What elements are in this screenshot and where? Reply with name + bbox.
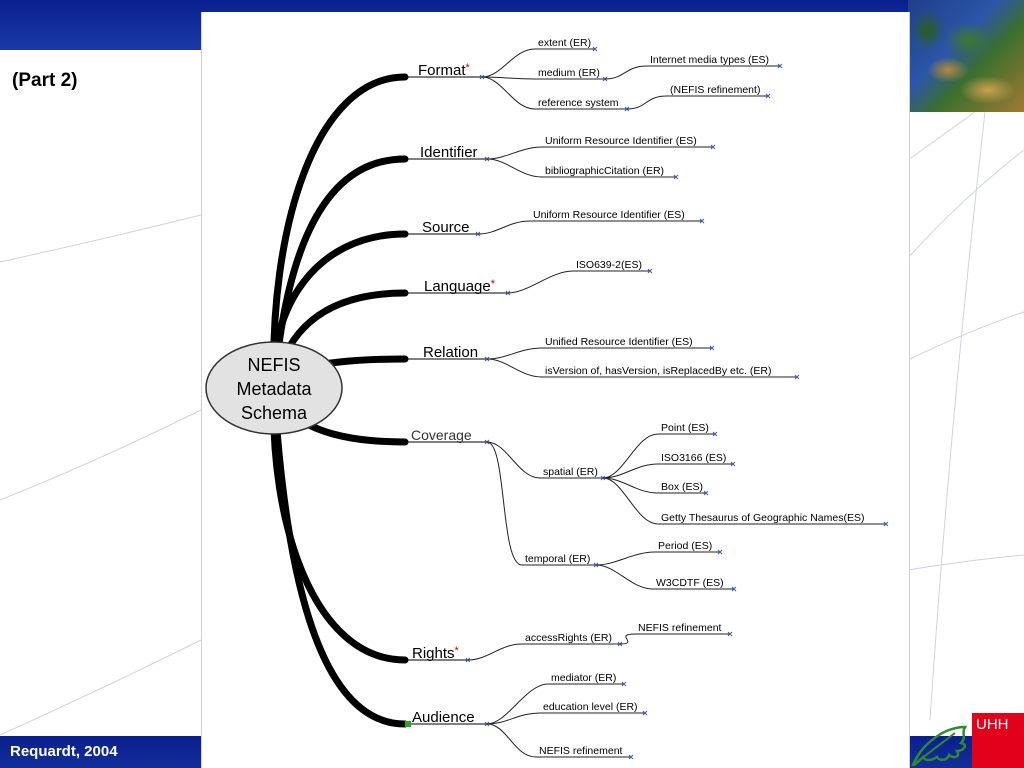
node-mark xyxy=(699,218,705,224)
leaf-label: education level (ER) xyxy=(543,701,638,713)
leaf-connector xyxy=(486,441,523,566)
node-mark xyxy=(794,374,800,380)
subleaf-connector xyxy=(595,551,656,566)
subleaf-label: Period (ES) xyxy=(658,540,712,552)
root-node xyxy=(205,341,343,435)
branch-label-format: Format* xyxy=(418,62,471,79)
node-mark xyxy=(647,268,653,274)
branch-label-audience: Audience xyxy=(412,709,475,726)
leaf-connector xyxy=(486,712,541,725)
leaf-label: extent (ER) xyxy=(538,37,591,49)
branch-label-rights: Rights* xyxy=(412,645,460,662)
node-mark xyxy=(731,586,737,592)
leaf-connector xyxy=(467,643,523,661)
node-mark xyxy=(765,93,771,99)
subleaf-connector xyxy=(595,564,654,590)
leaf-label: temporal (ER) xyxy=(525,553,590,565)
node-mark xyxy=(712,431,718,437)
node-mark xyxy=(710,144,716,150)
subleaf-label: Box (ES) xyxy=(661,481,703,493)
leaf-connector xyxy=(486,441,541,479)
leaf-connector xyxy=(507,270,574,294)
node-mark xyxy=(883,521,889,527)
leaf-connector xyxy=(481,76,536,80)
subleaf-connector xyxy=(604,65,648,80)
leaf-label: Unified Resource Identifier (ES) xyxy=(545,336,693,348)
node-mark xyxy=(777,63,783,69)
node-mark xyxy=(730,461,736,467)
branch-audience-connector xyxy=(270,384,409,728)
university-logo xyxy=(911,725,968,767)
leaf-connector xyxy=(481,48,536,78)
leaf-connector xyxy=(486,347,543,360)
node-mark xyxy=(592,46,598,52)
branch-label-coverage: Coverage xyxy=(411,427,472,443)
node-mark xyxy=(621,681,627,687)
part-label: (Part 2) xyxy=(12,70,78,91)
leaf-label: Uniform Resource Identifier (ES) xyxy=(533,209,685,221)
subleaf-label: (NEFIS refinement) xyxy=(670,84,760,96)
leaf-label: reference system xyxy=(538,97,619,109)
leaf-label: spatial (ER) xyxy=(543,466,598,478)
root-label-line: Metadata xyxy=(236,379,312,399)
subleaf-label: NEFIS refinement xyxy=(638,622,722,634)
subleaf-connector xyxy=(602,477,659,525)
leaf-label: NEFIS refinement xyxy=(539,745,623,757)
branch-label-language: Language* xyxy=(424,278,496,295)
leaf-label: Uniform Resource Identifier (ES) xyxy=(545,135,697,147)
leaf-label: ISO639-2(ES) xyxy=(576,259,642,271)
subleaf-label: Point (ES) xyxy=(661,422,709,434)
root-label-line: NEFIS xyxy=(247,355,300,375)
branch-format-connector xyxy=(270,73,409,392)
node-mark xyxy=(703,490,709,496)
oak-leaf-icon xyxy=(911,725,968,767)
leaf-label: mediator (ER) xyxy=(551,672,616,684)
node-mark xyxy=(642,710,648,716)
leaf-label: medium (ER) xyxy=(538,67,600,79)
subleaf-label: Getty Thesaurus of Geographic Names(ES) xyxy=(661,512,864,524)
leaf-connector xyxy=(481,76,536,110)
node-mark xyxy=(717,549,723,555)
subleaf-connector xyxy=(619,633,636,645)
node-mark xyxy=(673,174,679,180)
uhh-logo-block xyxy=(972,713,1024,768)
footer-author: Requardt, 2004 xyxy=(10,743,118,760)
subleaf-label: Internet media types (ES) xyxy=(650,54,769,66)
leaf-label: accessRights (ER) xyxy=(525,632,612,644)
leaf-connector xyxy=(477,220,531,235)
leaf-label: isVersion of, hasVersion, isReplacedBy e… xyxy=(545,365,771,377)
selection-marker xyxy=(405,721,411,727)
root-label-line: Schema xyxy=(241,403,308,423)
europe-map-image xyxy=(908,0,1024,112)
node-mark xyxy=(709,345,715,351)
subleaf-connector xyxy=(626,95,668,110)
node-mark xyxy=(628,754,634,760)
leaf-connector xyxy=(486,683,549,725)
branch-label-identifier: Identifier xyxy=(420,144,478,161)
leaf-connector xyxy=(486,158,543,178)
subleaf-connector xyxy=(602,433,659,479)
node-mark xyxy=(727,631,733,637)
subleaf-label: ISO3166 (ES) xyxy=(661,452,726,464)
subleaf-label: W3CDTF (ES) xyxy=(656,577,724,589)
leaf-label: bibliographicCitation (ER) xyxy=(545,165,664,177)
branch-label-relation: Relation xyxy=(423,344,478,361)
branch-label-source: Source xyxy=(422,219,470,236)
leaf-connector xyxy=(486,358,543,378)
leaf-connector xyxy=(486,723,537,758)
leaf-connector xyxy=(486,146,543,160)
subleaf-connector xyxy=(602,463,659,479)
uhh-logo-text: UHH xyxy=(976,716,1009,733)
